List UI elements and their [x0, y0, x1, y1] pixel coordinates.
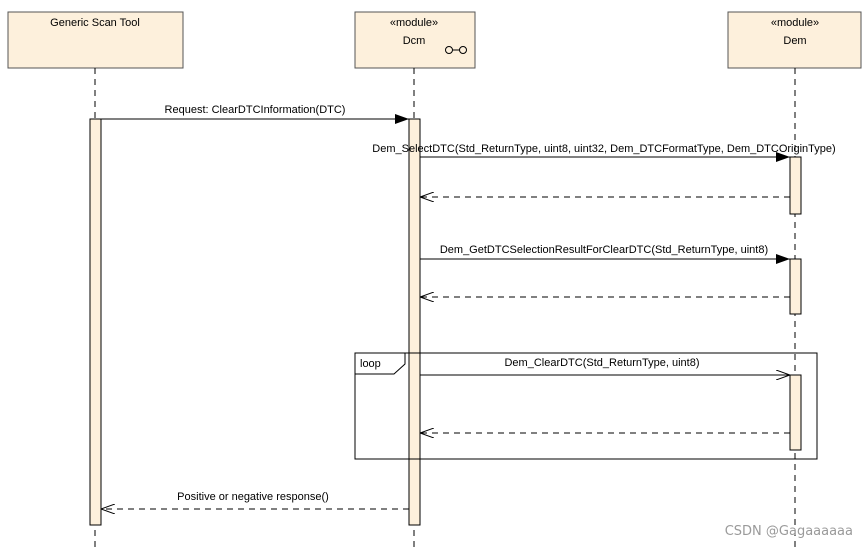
watermark: CSDN @Gagaaaaaa	[724, 524, 853, 539]
message-label: Dem_GetDTCSelectionResultForClearDTC(Std…	[440, 244, 768, 256]
message-select-dtc: Dem_SelectDTC(Std_ReturnType, uint8, uin…	[372, 143, 836, 162]
participant-dem: «module» Dem	[727, 11, 862, 69]
participant-dcm: «module» Dcm	[354, 11, 476, 69]
module-symbol-icon	[445, 46, 467, 54]
activation-bar-scan-tool	[89, 118, 102, 526]
message-label: Dem_SelectDTC(Std_ReturnType, uint8, uin…	[372, 143, 835, 155]
participant-name: Dcm	[403, 35, 426, 47]
message-positive-negative-response: Positive or negative response()	[101, 491, 409, 509]
activation-bar-dem-select	[789, 156, 802, 215]
activation-bar-dem-clear	[789, 374, 802, 451]
loop-fragment: loop	[354, 352, 818, 460]
participant-stereotype: «module»	[390, 17, 438, 29]
message-label: Positive or negative response()	[177, 491, 329, 503]
activation-bar-dcm	[408, 118, 421, 526]
participant-generic-scan-tool: Generic Scan Tool	[7, 11, 184, 69]
message-get-dtc-selection-result: Dem_GetDTCSelectionResultForClearDTC(Std…	[420, 244, 790, 264]
participant-name: Generic Scan Tool	[50, 17, 140, 29]
participant-name: Dem	[783, 35, 806, 47]
message-label: Request: ClearDTCInformation(DTC)	[165, 104, 346, 116]
message-label: Dem_ClearDTC(Std_ReturnType, uint8)	[504, 357, 699, 369]
loop-keyword: loop	[360, 358, 381, 370]
participant-stereotype: «module»	[771, 17, 819, 29]
message-request-clear-dtc: Request: ClearDTCInformation(DTC)	[101, 104, 409, 124]
activation-bar-dem-result	[789, 258, 802, 315]
message-clear-dtc: Dem_ClearDTC(Std_ReturnType, uint8)	[420, 357, 790, 375]
